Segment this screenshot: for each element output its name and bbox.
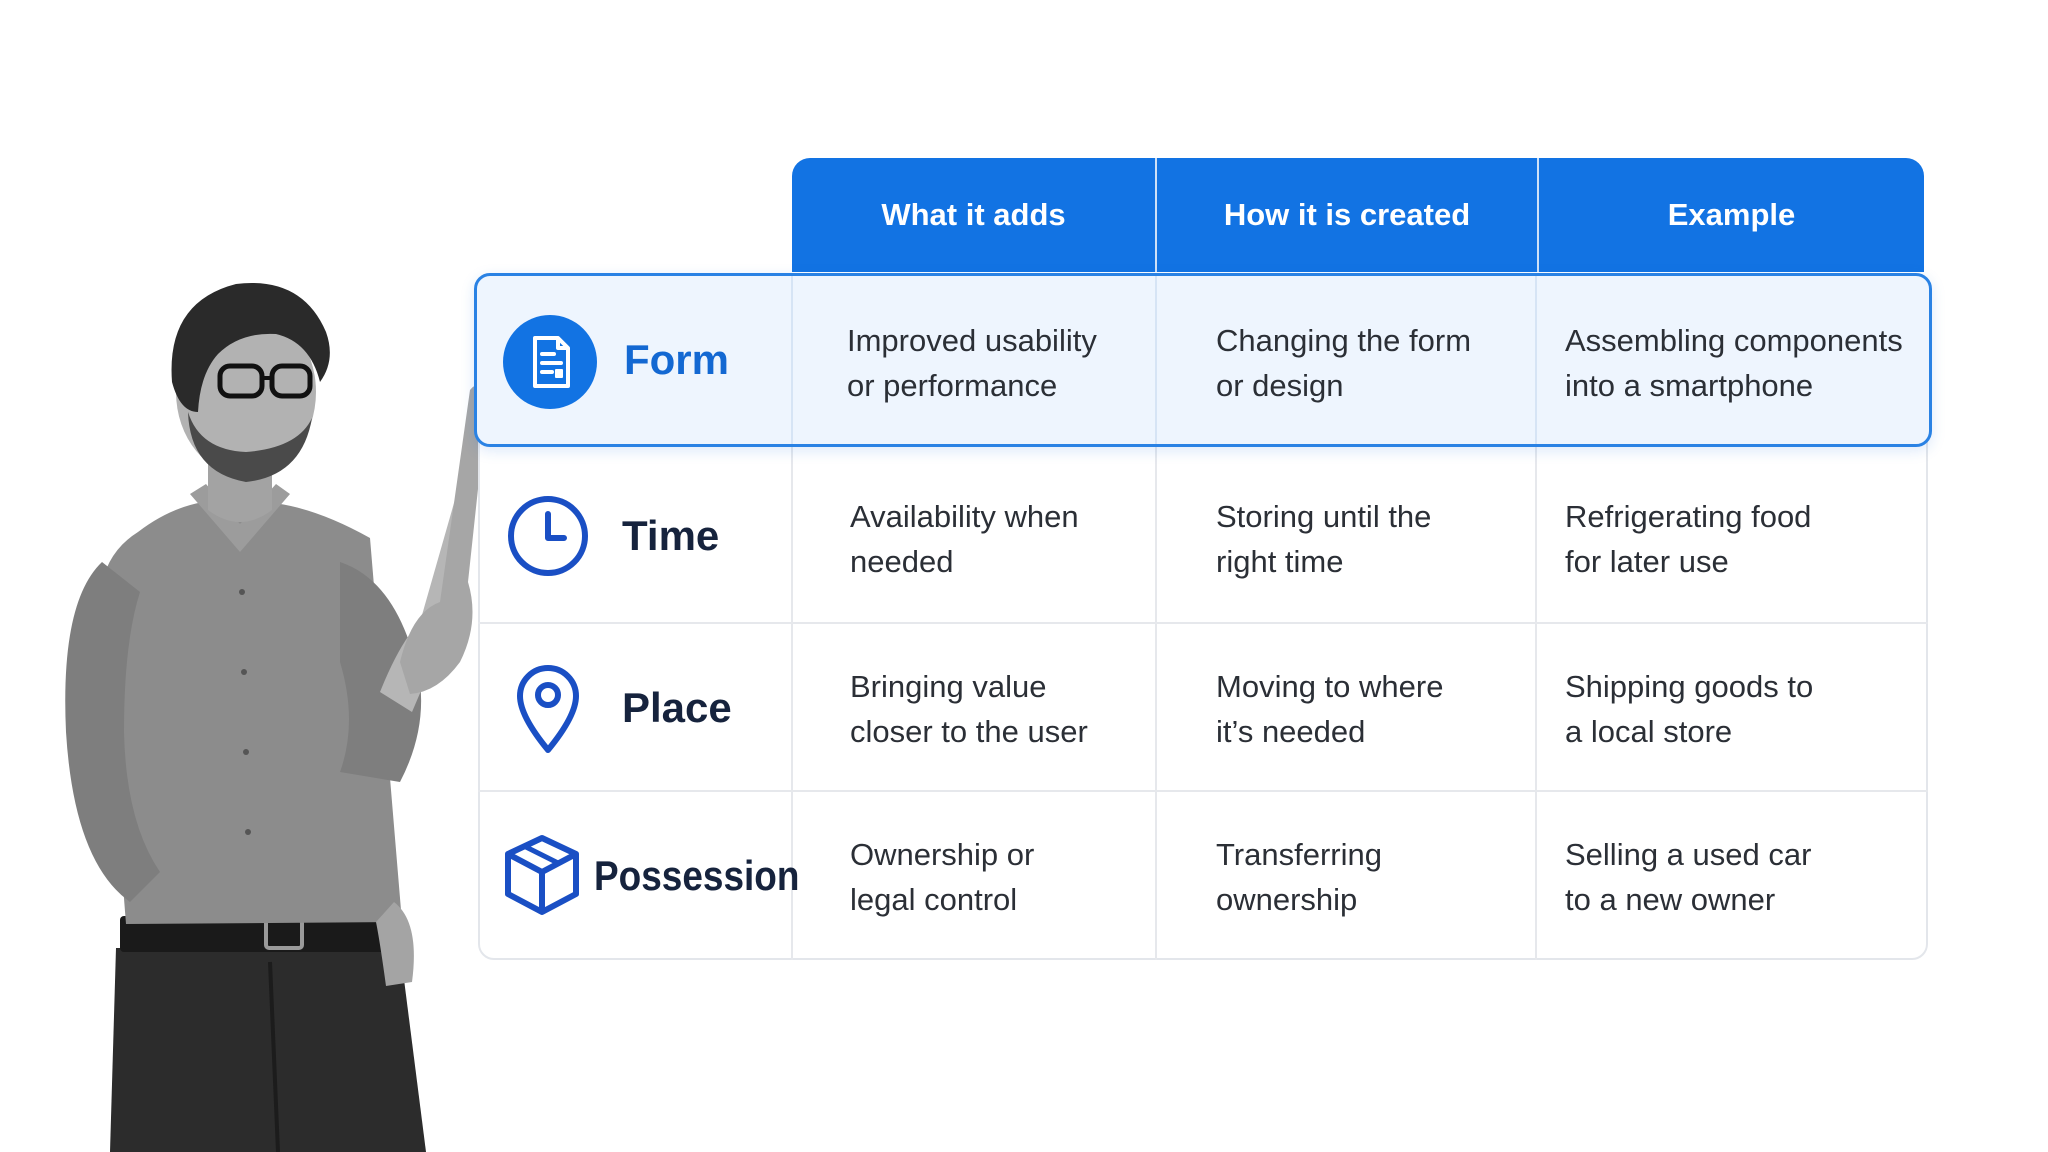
row-label-possession: Possession	[594, 852, 800, 899]
location-pin-icon	[517, 665, 579, 753]
column-divider	[791, 276, 793, 444]
row-divider	[478, 622, 1928, 624]
header-divider	[1537, 158, 1539, 272]
person-pointing-illustration	[65, 283, 480, 1152]
header-what-it-adds: What it adds	[881, 197, 1066, 232]
table-row-form-highlighted[interactable]	[474, 273, 1932, 447]
column-divider	[1155, 447, 1157, 960]
header-how-it-is-created: How it is created	[1223, 197, 1471, 232]
row-label-place: Place	[622, 684, 732, 731]
document-icon	[503, 315, 597, 409]
table-header: What it adds How it is created Example	[792, 158, 1924, 272]
row-label-time: Time	[622, 512, 720, 559]
column-divider	[791, 447, 793, 960]
column-divider	[1155, 276, 1157, 444]
column-divider	[1535, 447, 1537, 960]
header-example: Example	[1667, 197, 1796, 232]
row-divider	[478, 790, 1928, 792]
row-label-form: Form	[624, 336, 729, 383]
clock-icon	[508, 496, 588, 576]
column-divider	[1535, 276, 1537, 444]
header-divider	[1155, 158, 1157, 272]
box-icon	[505, 835, 579, 915]
